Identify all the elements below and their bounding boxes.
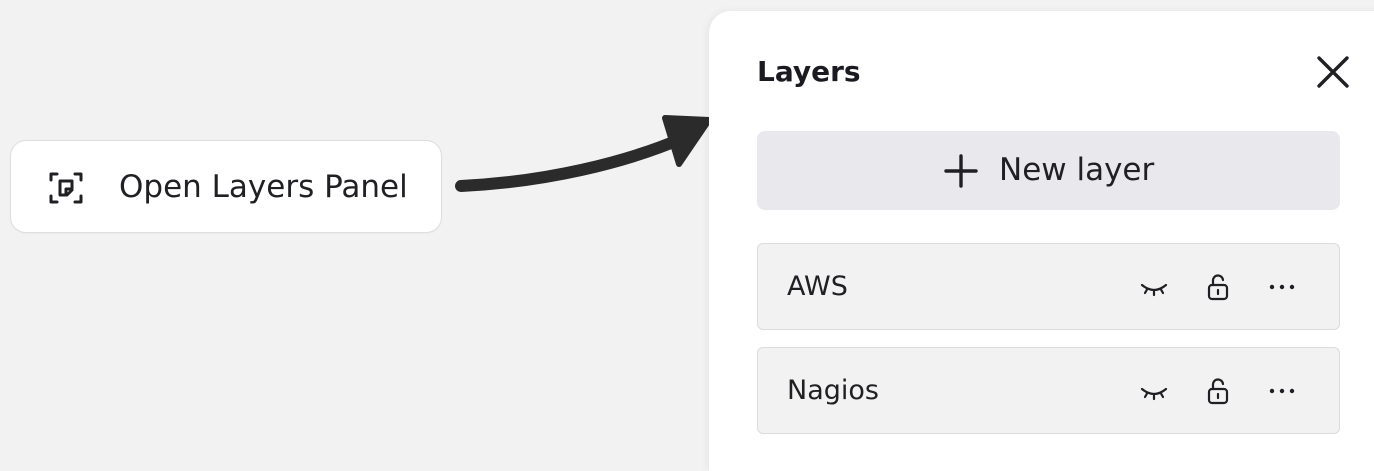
unlocked-icon [1207,378,1229,405]
more-options-button[interactable] [1267,272,1297,302]
toggle-visibility-button[interactable] [1139,272,1169,302]
toggle-visibility-button[interactable] [1139,376,1169,406]
close-icon [1317,56,1349,88]
layer-row-aws[interactable]: AWS [757,243,1340,330]
open-layers-panel-button[interactable]: Open Layers Panel [10,140,442,233]
layers-panel: Layers New layer AWS [709,11,1374,471]
new-layer-button[interactable]: New layer [757,131,1340,210]
eye-closed-icon [1140,387,1168,401]
layer-name: Nagios [787,375,879,406]
plus-icon [944,154,978,188]
more-options-button[interactable] [1267,376,1297,406]
toggle-lock-button[interactable] [1203,376,1233,406]
open-layers-panel-label: Open Layers Panel [119,169,408,205]
close-button[interactable] [1313,52,1353,92]
more-horizontal-icon [1269,284,1295,290]
layer-name: AWS [787,271,848,302]
more-horizontal-icon [1269,388,1295,394]
panel-title: Layers [757,55,861,88]
layers-panel-icon [49,172,83,204]
pointer-arrow [455,115,712,192]
unlocked-icon [1207,274,1229,301]
layer-row-nagios[interactable]: Nagios [757,347,1340,434]
toggle-lock-button[interactable] [1203,272,1233,302]
eye-closed-icon [1140,283,1168,297]
new-layer-label: New layer [999,152,1155,188]
